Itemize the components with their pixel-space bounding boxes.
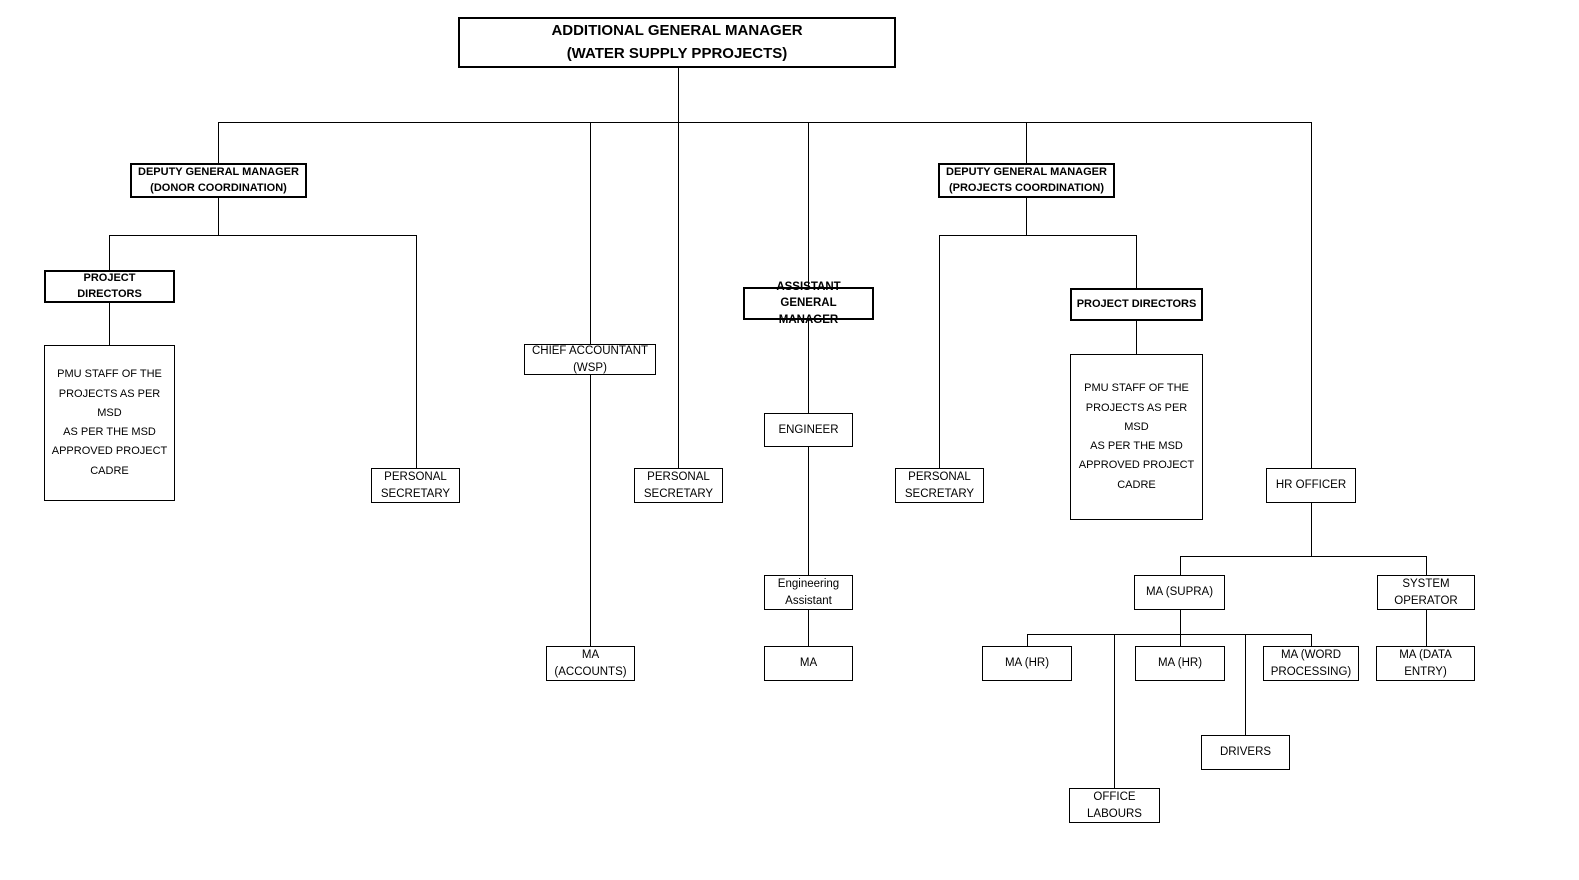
node-label: MA (SUPRA) xyxy=(1145,586,1214,599)
node-label: CHIEF ACCOUNTANT (WSP) xyxy=(531,344,649,374)
node-label: ADDITIONAL GENERAL MANAGER (WATER SUPPLY… xyxy=(551,22,803,62)
connector-agm-stem xyxy=(678,68,679,122)
connector-hr-to-system-operator xyxy=(1426,556,1427,575)
connector-dgm-donor-to-ps xyxy=(416,235,417,468)
node-project-directors-right[interactable]: PROJECT DIRECTORS xyxy=(1070,288,1203,321)
connector-dgm-projects-to-pd xyxy=(1136,235,1137,288)
connector-dgm-donor-stem xyxy=(218,198,219,235)
node-label: PERSONAL SECRETARY xyxy=(643,470,714,500)
connector-ma-supra-bus xyxy=(1027,634,1311,635)
connector-ma-supra-to-office-labours xyxy=(1114,634,1115,788)
connector-hr-officer-stem xyxy=(1311,503,1312,556)
node-label: DRIVERS xyxy=(1219,746,1272,759)
node-label: Engineering Assistant xyxy=(777,577,840,607)
node-label: DEPUTY GENERAL MANAGER (PROJECTS COORDIN… xyxy=(946,165,1107,194)
node-label: MA (ACCOUNTS) xyxy=(554,648,627,678)
node-label: ASSISTANT GENERAL MANAGER xyxy=(776,280,841,326)
node-pmu-staff-right[interactable]: PMU STAFF OF THE PROJECTS AS PER MSD AS … xyxy=(1070,354,1203,520)
connector-top-bus xyxy=(218,122,1311,123)
node-ma-word-processing[interactable]: MA (WORD PROCESSING) xyxy=(1263,646,1359,681)
connector-asst-gm-to-engineer xyxy=(808,320,809,413)
node-personal-secretary-center[interactable]: PERSONAL SECRETARY xyxy=(634,468,723,503)
node-label: MA (HR) xyxy=(1157,657,1203,670)
node-ma-accounts[interactable]: MA (ACCOUNTS) xyxy=(546,646,635,681)
node-label: MA (HR) xyxy=(1004,657,1050,670)
node-system-operator[interactable]: SYSTEM OPERATOR xyxy=(1377,575,1475,610)
connector-hr-officer-bus xyxy=(1180,556,1426,557)
connector-chief-accountant-to-ma xyxy=(590,375,591,646)
node-label: ENGINEER xyxy=(778,423,839,436)
connector-bus-to-chief-accountant xyxy=(590,122,591,344)
connector-system-operator-to-ma-data-entry xyxy=(1426,610,1427,646)
connector-bus-to-asst-gm xyxy=(808,122,809,287)
connector-eng-assistant-to-ma xyxy=(808,610,809,646)
connector-bus-to-dgm-projects xyxy=(1026,122,1027,163)
connector-bus-to-dgm-donor xyxy=(218,122,219,163)
connector-dgm-donor-bus xyxy=(109,235,416,236)
node-label: PMU STAFF OF THE PROJECTS AS PER MSD AS … xyxy=(51,368,168,477)
node-label: SYSTEM OPERATOR xyxy=(1394,577,1458,607)
node-drivers[interactable]: DRIVERS xyxy=(1201,735,1290,770)
connector-bus-to-ps-center xyxy=(678,122,679,468)
node-label: OFFICE LABOURS xyxy=(1087,790,1142,820)
connector-ma-supra-to-ma-hr-2 xyxy=(1180,634,1181,646)
node-label: MA (DATA ENTRY) xyxy=(1399,648,1452,678)
node-assistant-general-manager[interactable]: ASSISTANT GENERAL MANAGER xyxy=(743,281,874,326)
node-deputy-general-manager-donor-coordination[interactable]: DEPUTY GENERAL MANAGER (DONOR COORDINATI… xyxy=(130,163,307,198)
node-label: MA xyxy=(799,657,818,670)
node-personal-secretary-left[interactable]: PERSONAL SECRETARY xyxy=(371,468,460,503)
node-ma-data-entry[interactable]: MA (DATA ENTRY) xyxy=(1376,646,1475,681)
node-hr-officer[interactable]: HR OFFICER xyxy=(1266,468,1356,503)
connector-ma-supra-stem xyxy=(1180,610,1181,634)
node-engineer[interactable]: ENGINEER xyxy=(764,413,853,447)
node-additional-general-manager[interactable]: ADDITIONAL GENERAL MANAGER (WATER SUPPLY… xyxy=(458,17,896,68)
node-label: PROJECT DIRECTORS xyxy=(77,271,142,300)
connector-ma-supra-to-drivers xyxy=(1245,634,1246,735)
connector-pd-right-to-pmu xyxy=(1136,321,1137,354)
node-label: PERSONAL SECRETARY xyxy=(380,470,451,500)
node-chief-accountant-wsp[interactable]: CHIEF ACCOUNTANT (WSP) xyxy=(524,344,656,375)
connector-dgm-projects-bus xyxy=(939,235,1137,236)
node-ma-supra[interactable]: MA (SUPRA) xyxy=(1134,575,1225,610)
node-label: PERSONAL SECRETARY xyxy=(904,470,975,500)
node-ma-engineering[interactable]: MA xyxy=(764,646,853,681)
node-project-directors-left[interactable]: PROJECT DIRECTORS xyxy=(44,270,175,303)
node-ma-hr-2[interactable]: MA (HR) xyxy=(1135,646,1225,681)
node-office-labours[interactable]: OFFICE LABOURS xyxy=(1069,788,1160,823)
connector-ma-supra-to-ma-hr-1 xyxy=(1027,634,1028,646)
connector-dgm-donor-to-pd xyxy=(109,235,110,270)
connector-pd-left-to-pmu xyxy=(109,303,110,345)
node-engineering-assistant[interactable]: Engineering Assistant xyxy=(764,575,853,610)
node-ma-hr-1[interactable]: MA (HR) xyxy=(982,646,1072,681)
node-label: PROJECT DIRECTORS xyxy=(1076,297,1197,310)
connector-engineer-to-eng-assistant xyxy=(808,447,809,575)
node-pmu-staff-left[interactable]: PMU STAFF OF THE PROJECTS AS PER MSD AS … xyxy=(44,345,175,501)
node-deputy-general-manager-projects-coordination[interactable]: DEPUTY GENERAL MANAGER (PROJECTS COORDIN… xyxy=(938,163,1115,198)
node-label: DEPUTY GENERAL MANAGER (DONOR COORDINATI… xyxy=(138,165,299,194)
connector-hr-to-ma-supra xyxy=(1180,556,1181,575)
connector-bus-to-hr-officer xyxy=(1311,122,1312,468)
connector-dgm-projects-stem xyxy=(1026,198,1027,235)
node-label: PMU STAFF OF THE PROJECTS AS PER MSD AS … xyxy=(1078,382,1195,491)
connector-ma-supra-to-ma-word xyxy=(1311,634,1312,646)
connector-dgm-projects-to-ps xyxy=(939,235,940,468)
node-label: HR OFFICER xyxy=(1275,479,1347,492)
node-label: MA (WORD PROCESSING) xyxy=(1270,648,1352,678)
node-personal-secretary-right[interactable]: PERSONAL SECRETARY xyxy=(895,468,984,503)
